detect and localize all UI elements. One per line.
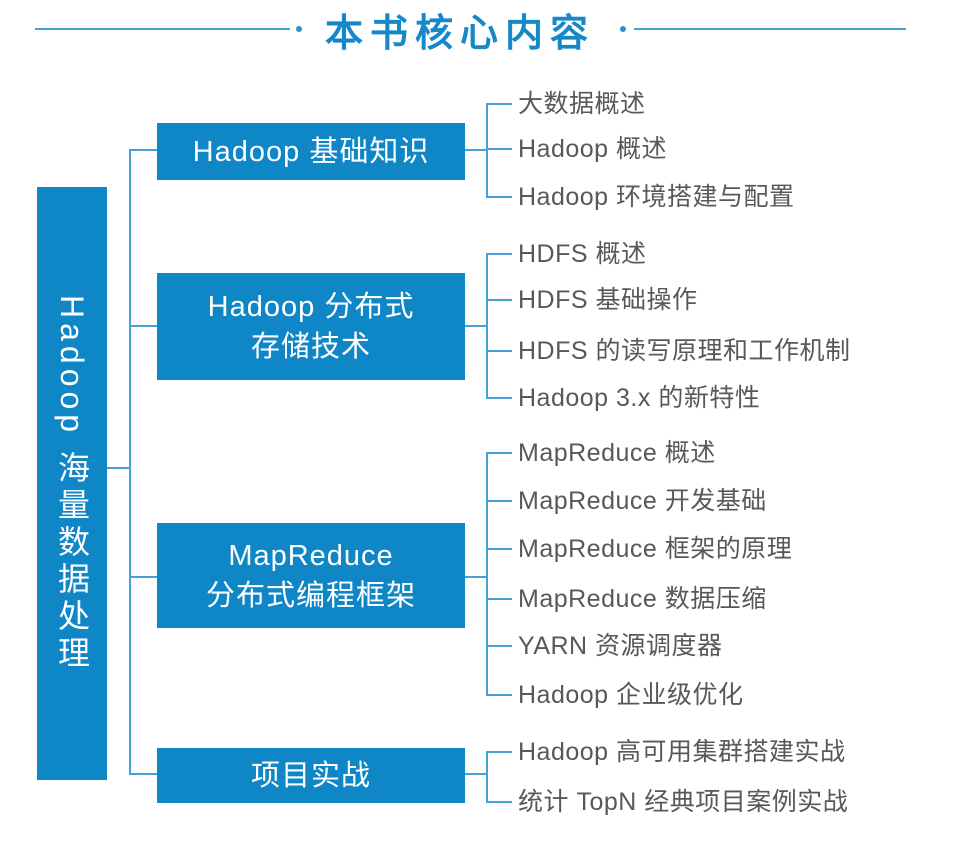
branch-node-mapreduce: MapReduce 分布式编程框架 xyxy=(157,523,465,628)
branch3-bracket-line xyxy=(486,452,488,696)
title-divider-line-right xyxy=(634,28,906,30)
leaf-topic: Hadoop 企业级优化 xyxy=(518,681,744,709)
branch4-out-connector xyxy=(465,773,487,775)
leaf-topic: HDFS 基础操作 xyxy=(518,286,698,314)
branch3-in-connector xyxy=(131,576,157,578)
branch3-out-connector xyxy=(465,576,487,578)
leaf-topic: HDFS 的读写原理和工作机制 xyxy=(518,337,851,365)
leaf-topic: MapReduce 数据压缩 xyxy=(518,585,767,613)
root-connector-line xyxy=(107,467,129,469)
page-title: 本书核心内容 xyxy=(324,13,595,55)
leaf-stub xyxy=(486,253,512,255)
leaf-stub xyxy=(486,196,512,198)
trunk-line xyxy=(129,149,131,775)
leaf-stub xyxy=(486,397,512,399)
title-divider-line-left xyxy=(35,28,290,30)
leaf-topic: Hadoop 3.x 的新特性 xyxy=(518,384,761,412)
leaf-topic: YARN 资源调度器 xyxy=(518,632,723,660)
branch-label-line1: MapReduce xyxy=(228,539,394,572)
branch-node-hadoop-basics: Hadoop 基础知识 xyxy=(157,123,465,180)
leaf-stub xyxy=(486,801,512,803)
leaf-topic: Hadoop 概述 xyxy=(518,135,668,163)
leaf-topic: MapReduce 概述 xyxy=(518,439,716,467)
leaf-topic: Hadoop 环境搭建与配置 xyxy=(518,183,795,211)
leaf-topic: 大数据概述 xyxy=(518,90,646,118)
branch4-in-connector xyxy=(129,773,157,775)
root-node: Hadoop 海量数据处理 xyxy=(37,187,107,780)
leaf-stub xyxy=(486,751,512,753)
leaf-topic: MapReduce 框架的原理 xyxy=(518,535,793,563)
branch1-in-connector xyxy=(129,149,157,151)
leaf-stub xyxy=(486,299,512,301)
branch2-out-connector xyxy=(465,325,487,327)
leaf-topic: Hadoop 高可用集群搭建实战 xyxy=(518,738,846,766)
branch4-bracket-line xyxy=(486,751,488,803)
branch-label-line2: 分布式编程框架 xyxy=(205,579,416,612)
leaf-stub xyxy=(486,598,512,600)
branch1-out-connector xyxy=(465,149,487,151)
branch2-bracket-line xyxy=(486,253,488,399)
leaf-topic: HDFS 概述 xyxy=(518,240,647,268)
branch1-bracket-line xyxy=(486,103,488,198)
leaf-stub xyxy=(486,548,512,550)
leaf-stub xyxy=(486,645,512,647)
branch-label: Hadoop 基础知识 xyxy=(192,135,430,168)
branch-node-hdfs-storage: Hadoop 分布式 存储技术 xyxy=(157,273,465,380)
leaf-stub xyxy=(486,148,512,150)
leaf-stub xyxy=(486,694,512,696)
leaf-stub xyxy=(486,350,512,352)
leaf-stub xyxy=(486,103,512,105)
branch2-in-connector xyxy=(131,325,157,327)
branch-label-line1: Hadoop 分布式 xyxy=(207,290,415,323)
leaf-stub xyxy=(486,452,512,454)
title-divider-dot-left xyxy=(296,26,302,32)
leaf-topic: MapReduce 开发基础 xyxy=(518,487,767,515)
branch-label-line2: 存储技术 xyxy=(250,330,371,363)
leaf-stub xyxy=(486,500,512,502)
branch-label: 项目实战 xyxy=(250,759,371,792)
title-divider-dot-right xyxy=(620,26,626,32)
branch-node-project-practice: 项目实战 xyxy=(157,748,465,803)
leaf-topic: 统计 TopN 经典项目案例实战 xyxy=(518,788,849,816)
